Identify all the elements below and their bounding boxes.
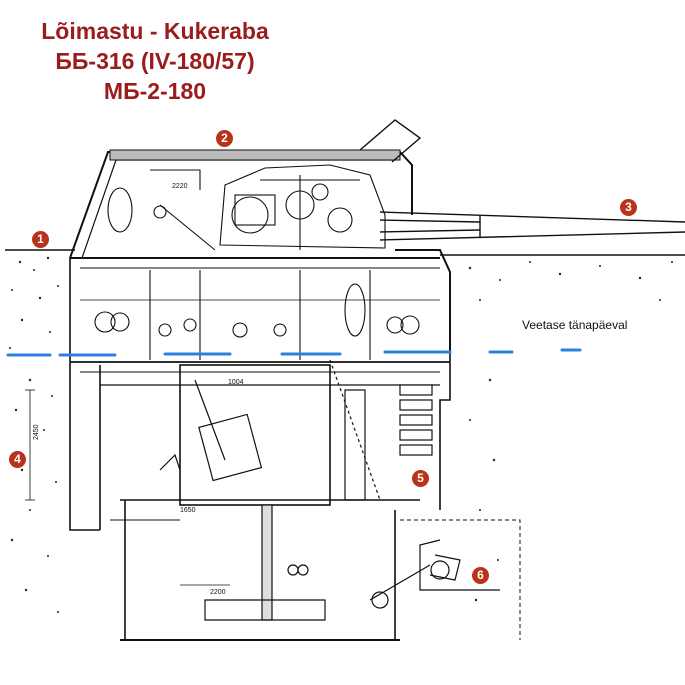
gun-breech (80, 164, 440, 360)
water-level-line (6, 348, 582, 357)
marker-2: 2 (216, 130, 233, 147)
marker-3: 3 (620, 199, 637, 216)
loader-mechanism (369, 539, 500, 609)
marker-5: 5 (412, 470, 429, 487)
gun-barrel (359, 119, 685, 241)
title-line-3: МБ-2-180 (103, 78, 207, 104)
dimension-label: 2220 (172, 183, 188, 190)
shell-rack (344, 384, 433, 501)
water-level-label: Veetase tänapäeval (522, 318, 628, 332)
title-line-2: ББ-316 (IV-180/57) (55, 48, 255, 74)
dimension-label: 2450 (33, 424, 40, 440)
marker-6: 6 (472, 567, 489, 584)
ammunition-hoist (159, 359, 381, 621)
barbette-structure (69, 258, 521, 641)
dimension-label: 1650 (180, 507, 196, 514)
turret-decks (70, 361, 450, 386)
title-line-1: Lõimastu - Kukeraba (41, 18, 269, 44)
marker-4: 4 (9, 451, 26, 468)
marker-1: 1 (32, 231, 49, 248)
drawing-annotations: 2220 1004 1650 2200 2450 (33, 183, 244, 596)
ground-left (9, 256, 59, 613)
turret-housing (69, 149, 451, 352)
dimension-label: 2200 (210, 589, 226, 596)
dimension-label: 1004 (228, 379, 244, 386)
dimension-lines (25, 389, 230, 586)
ground-right (468, 261, 673, 602)
